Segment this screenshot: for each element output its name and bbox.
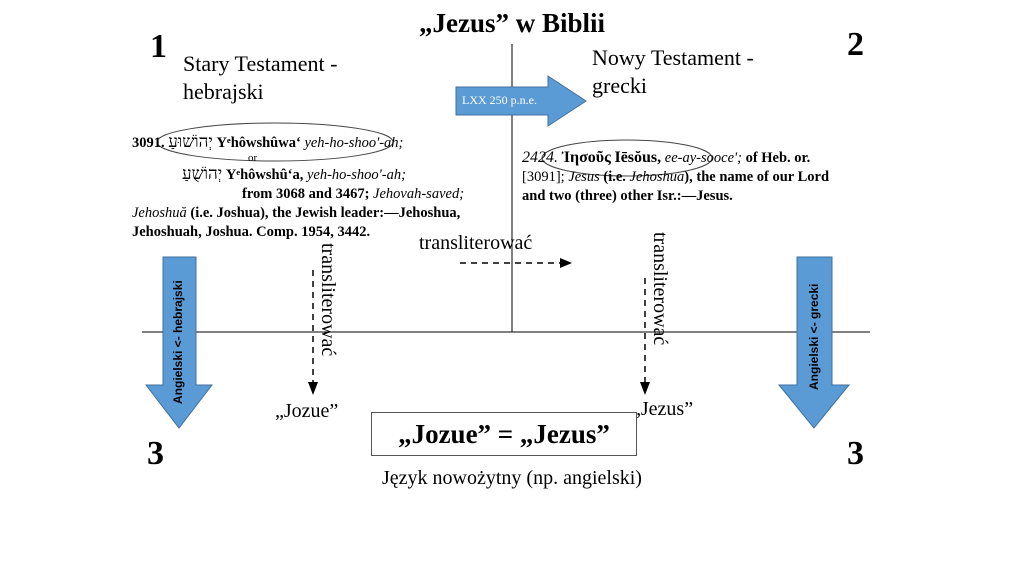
hebrew-pron-2: yeh-ho-shoo'-ah;	[306, 167, 406, 183]
hebrew-entry-line1: 3091. יְהוֹשׁוּעַ Yᵉhôwshûwaʻ yeh-ho-sho…	[132, 132, 464, 153]
greek-entry-ref: [3091];	[522, 169, 569, 185]
right-down-arrow	[777, 256, 851, 429]
new-testament-line2: grecki	[592, 73, 647, 98]
hebrew-pron-1: yeh-ho-shoo'-ah;	[304, 135, 404, 151]
name-jezus: „Jezus”	[632, 398, 694, 420]
hebrew-translit-1: Yᵉhôwshûwaʻ	[216, 135, 301, 151]
hebrew-translit-2: Yᵉhôwshûʻa,	[225, 167, 304, 183]
hebrew-entry-comp: Jehoshuah, Joshua. Comp. 1954, 3442.	[132, 224, 371, 240]
greek-entry-jehoshua: Jehoshua	[629, 169, 685, 185]
hebrew-entry-line2: יְהוֹשֻׁעַ Yᵉhôwshûʻa, yeh-ho-shoo'-ah;	[132, 164, 464, 185]
transliterate-right-label: transliterować	[649, 232, 671, 346]
greek-name-ellipse	[541, 139, 713, 177]
hebrew-word-2: יְהוֹשֻׁעַ	[182, 164, 223, 183]
new-testament-line1: Nowy Testament -	[592, 45, 754, 70]
lxx-label: LXX 250 p.n.e.	[462, 93, 537, 107]
arrow-left-label: Angielski <- hebrajski	[171, 280, 185, 405]
section-number-2: 2	[847, 26, 864, 63]
name-jozue: „Jozue”	[275, 400, 339, 422]
hebrew-entry-line4: Jehoshuă (i.e. Joshua), the Jewish leade…	[132, 204, 464, 223]
left-down-arrow	[144, 256, 214, 429]
hebrew-entry-leader: (i.e. Joshua), the Jewish leader:—Jehosh…	[186, 205, 461, 221]
dashed-arrow-left-head	[308, 382, 318, 395]
greek-entry-line2: [3091]; Jesus (i.e. Jehoshua), the name …	[522, 168, 829, 187]
arrow-right-label: Angielski <- grecki	[807, 283, 821, 391]
modern-language-label: Język nowożytny (np. angielski)	[382, 467, 642, 489]
greek-entry-ie: (i.e.	[599, 169, 630, 185]
hebrew-entry-line3: from 3068 and 3467; Jehovah-saved;	[132, 185, 464, 204]
greek-entry-others: and two (three) other Isr.:—Jesus.	[522, 188, 733, 204]
hebrew-name-ellipse	[156, 122, 394, 162]
greek-entry-origin: of Heb. or.	[741, 150, 811, 166]
diagram-title: „Jezus” w Biblii	[418, 8, 606, 38]
transliterate-center-label: transliterować	[419, 232, 533, 254]
hebrew-entry-meaning: Jehovah-saved;	[373, 186, 465, 202]
hebrew-entry-line5: Jehoshuah, Joshua. Comp. 1954, 3442.	[132, 223, 464, 242]
old-testament-line2: hebrajski	[183, 79, 264, 104]
section-number-1: 1	[150, 28, 167, 65]
dashed-arrow-center-head	[560, 258, 572, 268]
greek-entry-jesus: Jesus	[568, 169, 600, 185]
section-number-3-left: 3	[147, 435, 164, 472]
greek-entry-lord: ), the name of our Lord	[684, 169, 830, 185]
greek-pron: ee-ay-sooce';	[664, 150, 742, 166]
greek-entry-line3: and two (three) other Isr.:—Jesus.	[522, 187, 829, 206]
new-testament-heading: Nowy Testament - grecki	[592, 44, 754, 100]
greek-dictionary-entry: 2424. Ἰησοῦς Iēsŏus, ee-ay-sooce'; of He…	[522, 148, 829, 206]
old-testament-heading: Stary Testament - hebrajski	[183, 50, 337, 106]
hebrew-entry-jehoshua: Jehoshuă	[132, 205, 187, 221]
hebrew-entry-or: or	[248, 152, 258, 164]
greek-translit: Iēsŏus,	[614, 149, 662, 166]
greek-entry-number: 2424.	[522, 149, 558, 166]
old-testament-line1: Stary Testament -	[183, 51, 338, 76]
dashed-arrow-right-head	[640, 382, 650, 395]
greek-entry-line1: 2424. Ἰησοῦς Iēsŏus, ee-ay-sooce'; of He…	[522, 148, 829, 168]
hebrew-word-1: יְהוֹשׁוּעַ	[168, 132, 213, 151]
greek-word: Ἰησοῦς	[561, 149, 611, 166]
hebrew-entry-number: 3091.	[132, 135, 165, 151]
equation-box: „Jozue” = „Jezus”	[371, 412, 637, 456]
section-number-3-right: 3	[847, 435, 864, 472]
hebrew-entry-from: from 3068 and 3467;	[242, 186, 370, 202]
hebrew-dictionary-entry: 3091. יְהוֹשׁוּעַ Yᵉhôwshûwaʻ yeh-ho-sho…	[132, 132, 464, 242]
lxx-arrow	[455, 75, 587, 127]
transliterate-left-label: transliterować	[317, 243, 339, 357]
